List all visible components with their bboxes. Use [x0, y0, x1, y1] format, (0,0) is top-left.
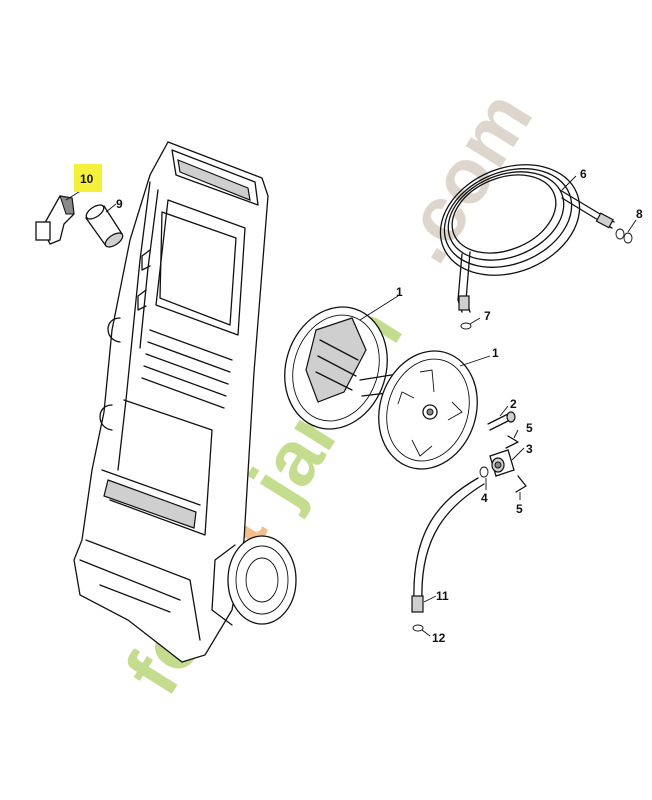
callout-7: 7: [484, 309, 491, 323]
callout-10-highlight: [74, 164, 102, 192]
part-7-o-ring: [460, 322, 472, 330]
callout-9: 9: [116, 197, 123, 211]
callout-12: 12: [432, 631, 446, 645]
callout-10: 10: [80, 172, 94, 186]
housing-frame: [73, 141, 297, 663]
callout-5-lower: 5: [516, 502, 523, 516]
part-9-sleeve: [85, 204, 124, 248]
part-3-swivel-connector: [489, 449, 515, 477]
part-10-bracket: [35, 195, 75, 245]
part-12-o-ring: [412, 624, 424, 632]
callout-2: 2: [510, 397, 517, 411]
callout-6: 6: [580, 167, 587, 181]
callout-1-left-disc: 1: [396, 285, 403, 299]
hose-reel: [284, 306, 478, 470]
part-5-clip-lower: [515, 475, 527, 493]
part-4-o-ring: [479, 466, 489, 478]
leader-lines: [65, 175, 637, 637]
part-2-screw: [487, 411, 516, 431]
wheel: [227, 535, 297, 625]
callout-5-upper: 5: [526, 421, 533, 435]
part-8-o-rings: [615, 228, 633, 244]
watermark-part-com: .com: [378, 76, 549, 277]
part-11-connection-hose: [411, 477, 485, 613]
part-6-hose-coil: [439, 164, 615, 313]
callout-8: 8: [636, 207, 643, 221]
part-5-clip-upper: [505, 435, 519, 449]
callout-1-right-disc: 1: [492, 346, 499, 360]
callout-4: 4: [481, 491, 488, 505]
callout-3: 3: [526, 442, 533, 456]
callout-11: 11: [436, 589, 449, 603]
